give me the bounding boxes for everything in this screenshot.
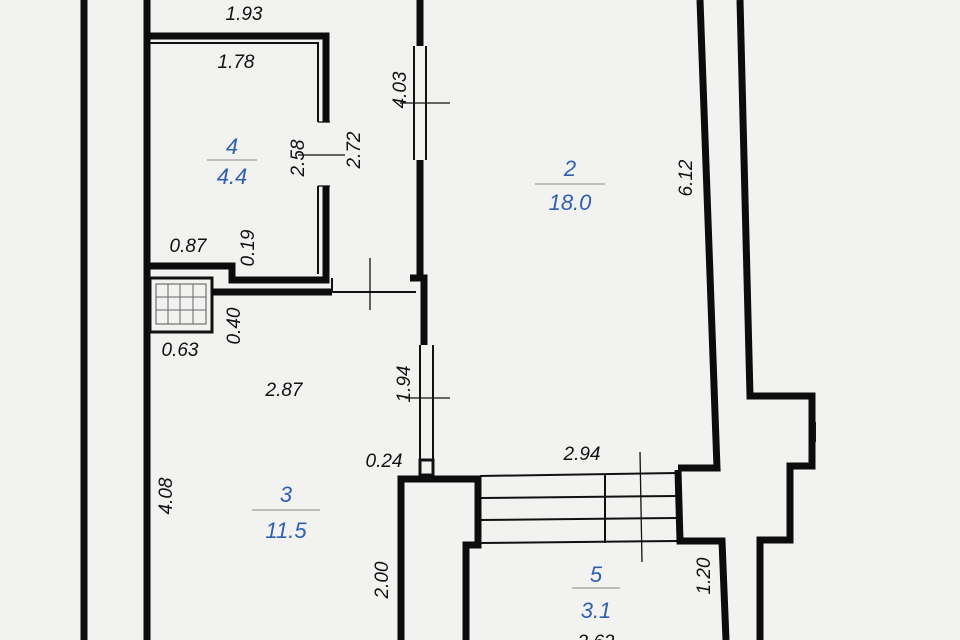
partition-wall xyxy=(410,274,428,345)
dim-1-78: 1.78 xyxy=(218,52,255,73)
dim-0-19: 0.19 xyxy=(238,229,259,266)
wall-end xyxy=(418,458,435,477)
ventilation-shaft xyxy=(148,276,214,334)
wall-entry-left xyxy=(397,475,482,640)
wall-room5-right xyxy=(674,469,730,640)
room-label-2: 2 18.0 xyxy=(535,156,605,215)
dim-0-63: 0.63 xyxy=(162,340,199,361)
dim-2-62: 2.62 xyxy=(577,632,615,640)
room-area: 11.5 xyxy=(265,518,307,543)
room-area: 4.4 xyxy=(217,164,248,189)
room-number: 5 xyxy=(590,562,603,587)
dim-1-20: 1.20 xyxy=(694,557,715,594)
wall-line xyxy=(331,278,416,293)
room-number: 2 xyxy=(563,156,576,181)
dim-4-08: 4.08 xyxy=(156,477,177,514)
dim-4-03: 4.03 xyxy=(390,71,411,108)
wall-room2-right xyxy=(678,0,721,472)
dim-2-58: 2.58 xyxy=(288,139,309,177)
stairs xyxy=(479,451,679,563)
room-area: 18.0 xyxy=(549,190,593,215)
room-area: 3.1 xyxy=(581,598,612,623)
wall-room4-inner xyxy=(150,42,319,122)
outer-wall-right xyxy=(736,0,816,640)
dim-1-93: 1.93 xyxy=(226,4,263,25)
room-label-4: 4 4.4 xyxy=(207,134,257,189)
dim-2-72: 2.72 xyxy=(344,131,365,169)
dim-0-24: 0.24 xyxy=(366,451,403,472)
dim-1-94: 1.94 xyxy=(394,366,415,403)
dim-2-94: 2.94 xyxy=(563,444,601,465)
room-number: 3 xyxy=(280,482,293,507)
wall-room4-bottom xyxy=(147,186,330,284)
wall-room4-top xyxy=(147,32,330,122)
dim-0-40: 0.40 xyxy=(224,307,245,344)
dimension-labels: 1.93 1.78 4.03 2.58 2.72 0.87 0.19 0.40 … xyxy=(156,4,715,640)
dim-2-00: 2.00 xyxy=(372,561,393,599)
room-number: 4 xyxy=(226,134,238,159)
dim-0-87: 0.87 xyxy=(170,236,208,257)
dim-2-87: 2.87 xyxy=(265,380,304,401)
room-label-3: 3 11.5 xyxy=(252,482,320,543)
dim-6-12: 6.12 xyxy=(676,159,697,196)
room-label-5: 5 3.1 xyxy=(572,562,620,623)
